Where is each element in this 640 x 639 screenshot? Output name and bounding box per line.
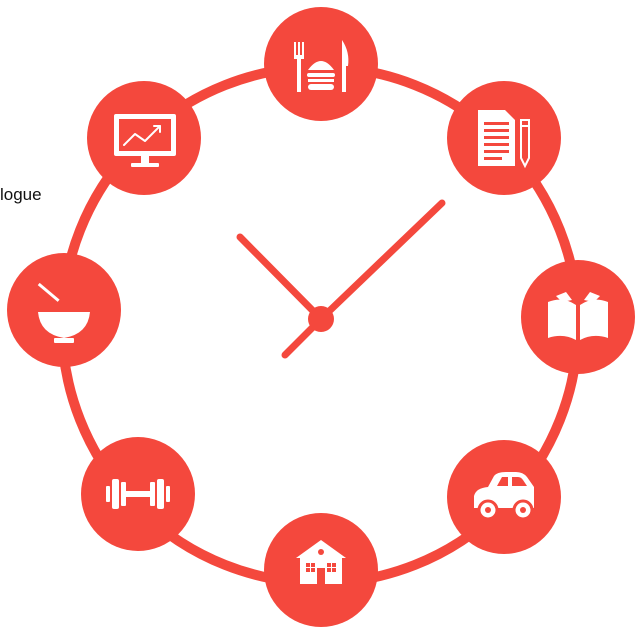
minute-hand bbox=[317, 199, 446, 323]
hour-hand bbox=[236, 233, 325, 323]
monitor-chart-icon bbox=[87, 81, 201, 195]
meal-icon bbox=[264, 7, 378, 121]
house-icon bbox=[264, 513, 378, 627]
clock-hands bbox=[236, 199, 446, 359]
bowl-icon bbox=[7, 253, 121, 367]
clock-center bbox=[308, 306, 334, 332]
dumbbell-icon bbox=[81, 437, 195, 551]
car-icon bbox=[447, 440, 561, 554]
book-icon bbox=[521, 260, 635, 374]
cropped-text-fragment: logue bbox=[0, 185, 42, 204]
document-pencil-icon bbox=[447, 81, 561, 195]
